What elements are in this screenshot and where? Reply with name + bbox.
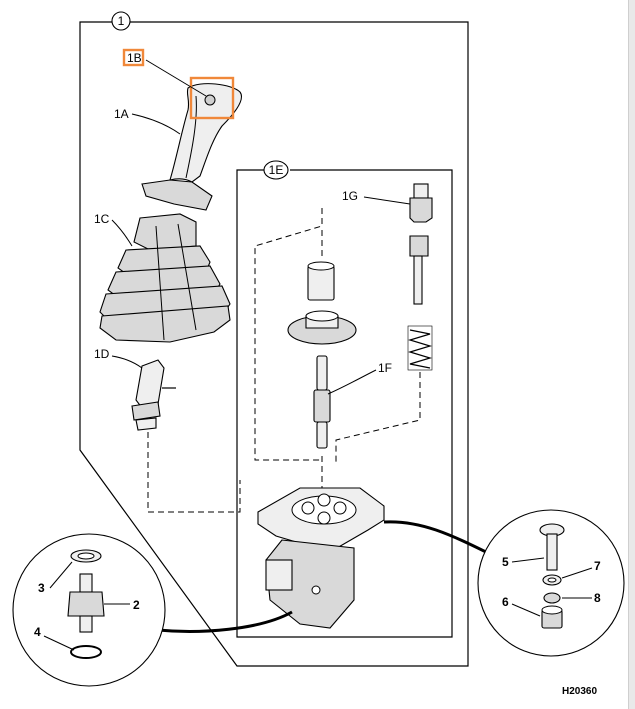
leader-1g [363, 196, 411, 205]
plunger-1f [313, 355, 331, 449]
handle-1a-flange [141, 179, 213, 211]
callout-1e-label: 1E [269, 163, 284, 177]
seal-plate [287, 310, 357, 345]
washer-7 [542, 574, 562, 586]
callout-1-circle [111, 11, 131, 31]
spacer-6 [541, 605, 563, 629]
connector-to-right-detail [383, 520, 495, 558]
axis-line-right [335, 372, 421, 462]
assembly-1e-outline [236, 169, 453, 638]
screw-5 [539, 523, 565, 571]
boot-1c [99, 213, 231, 343]
callout-1g-label: 1G [342, 189, 358, 203]
callout-3-label: 3 [38, 581, 45, 595]
callout-1c-label: 1C [94, 212, 110, 226]
leader-6 [511, 603, 541, 617]
figure-code: H20360 [562, 686, 597, 697]
cap-1g [409, 183, 433, 223]
highlight-box-1b-label [122, 48, 145, 67]
handle-1a-grip-line [185, 95, 197, 179]
pivot-1d [131, 359, 176, 431]
callout-7-label: 7 [594, 559, 601, 573]
handle-pin-hole [204, 94, 216, 106]
valve-body [257, 487, 385, 629]
leader-4 [43, 635, 75, 651]
leader-1a [131, 113, 181, 135]
callout-1e-circle [263, 160, 289, 180]
leader-5 [511, 557, 545, 563]
callout-1a-label: 1A [114, 107, 129, 121]
callout-1f-label: 1F [378, 361, 392, 375]
callout-2-label: 2 [133, 598, 140, 612]
axis-line-left [147, 432, 241, 513]
fitting-2 [67, 549, 105, 659]
pushrod [409, 235, 429, 305]
leader-1d [111, 355, 143, 369]
axis-line-upper [254, 208, 323, 461]
highlight-box-1b-part [189, 76, 235, 120]
callout-1d-label: 1D [94, 347, 110, 361]
connector-to-left-detail [157, 610, 293, 633]
leader-7 [561, 567, 593, 579]
leader-1c [111, 219, 133, 247]
callout-8-label: 8 [594, 591, 601, 605]
callout-1-label: 1 [118, 14, 125, 28]
callout-4-label: 4 [34, 625, 41, 639]
callout-6-label: 6 [502, 595, 509, 609]
leader-3 [49, 561, 73, 589]
callout-5-label: 5 [502, 555, 509, 569]
nut-8 [543, 592, 561, 604]
leader-1f [327, 369, 377, 395]
leader-1b [145, 59, 207, 97]
assembly-1-outline [79, 21, 469, 667]
window-right-edge [628, 0, 635, 709]
callout-1b-label: 1B [127, 51, 142, 65]
sleeve-part [307, 261, 335, 301]
spring [407, 325, 433, 371]
